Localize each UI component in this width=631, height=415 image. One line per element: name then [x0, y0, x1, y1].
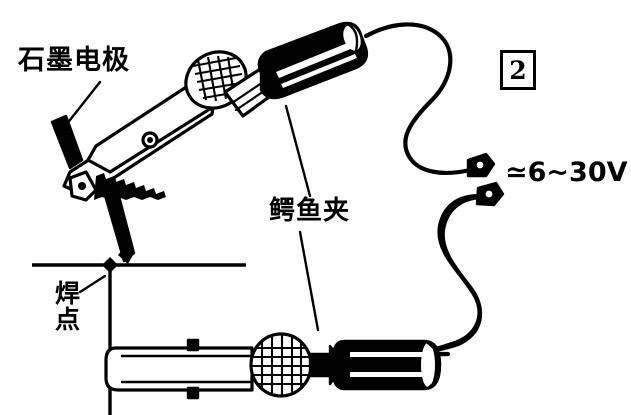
terminal-lower — [475, 181, 505, 207]
label-voltage-range: ≃6~30V — [505, 157, 628, 188]
lower-jaw-tab-bottom — [186, 386, 200, 400]
figure-number-box: 2 — [500, 50, 536, 90]
terminal-upper-hole — [476, 161, 484, 169]
terminal-upper — [466, 152, 496, 178]
upper-lead-wire — [363, 22, 473, 175]
lower-jaw-inner-lines — [120, 354, 252, 384]
leader-to-lower-clip — [298, 230, 320, 332]
label-alligator-clip: 鳄鱼夹 — [269, 196, 351, 226]
lower-handle-highlight-2 — [350, 372, 428, 377]
lower-lead-wire — [415, 194, 484, 357]
workpiece-group — [32, 257, 246, 415]
lower-handle-collar — [331, 341, 342, 389]
upper-handle-highlight-2 — [281, 54, 357, 88]
leader-to-solder-joint — [78, 274, 107, 294]
label-graphite-electrode: 石墨电极 — [18, 45, 130, 76]
clip-hook-hole — [78, 182, 86, 190]
terminal-lower-hole — [485, 190, 493, 198]
label-solder-joint: 焊 点 — [55, 279, 82, 334]
lower-handle-end-cap — [421, 343, 435, 387]
crosshatch-hatching — [192, 55, 243, 102]
solder-joint-dot — [102, 257, 118, 273]
upper-handle-end-outline — [347, 23, 359, 53]
upper-tool-handle — [257, 21, 369, 100]
lower-jaw-tab-top — [186, 338, 200, 352]
graphite-rod-tip — [118, 248, 134, 264]
leader-to-upper-clip — [284, 104, 312, 198]
lower-handle-highlight-1 — [350, 352, 428, 357]
leader-to-graphite-electrode — [64, 80, 102, 127]
lower-jaw-body — [104, 346, 254, 392]
clip-spring-lever — [50, 114, 84, 170]
lower-handle-end-outline — [426, 341, 442, 390]
clip-pivot-hole — [147, 137, 153, 143]
figure-number-text: 2 — [509, 55, 527, 85]
lower-crosshatch-hatching — [252, 335, 310, 395]
upper-jaw-serration — [94, 173, 166, 200]
upper-clip-jaws — [50, 76, 226, 202]
upper-handle-collar — [263, 52, 272, 80]
upper-handle-highlight-1 — [276, 42, 353, 78]
lower-clip-tool — [104, 332, 442, 400]
